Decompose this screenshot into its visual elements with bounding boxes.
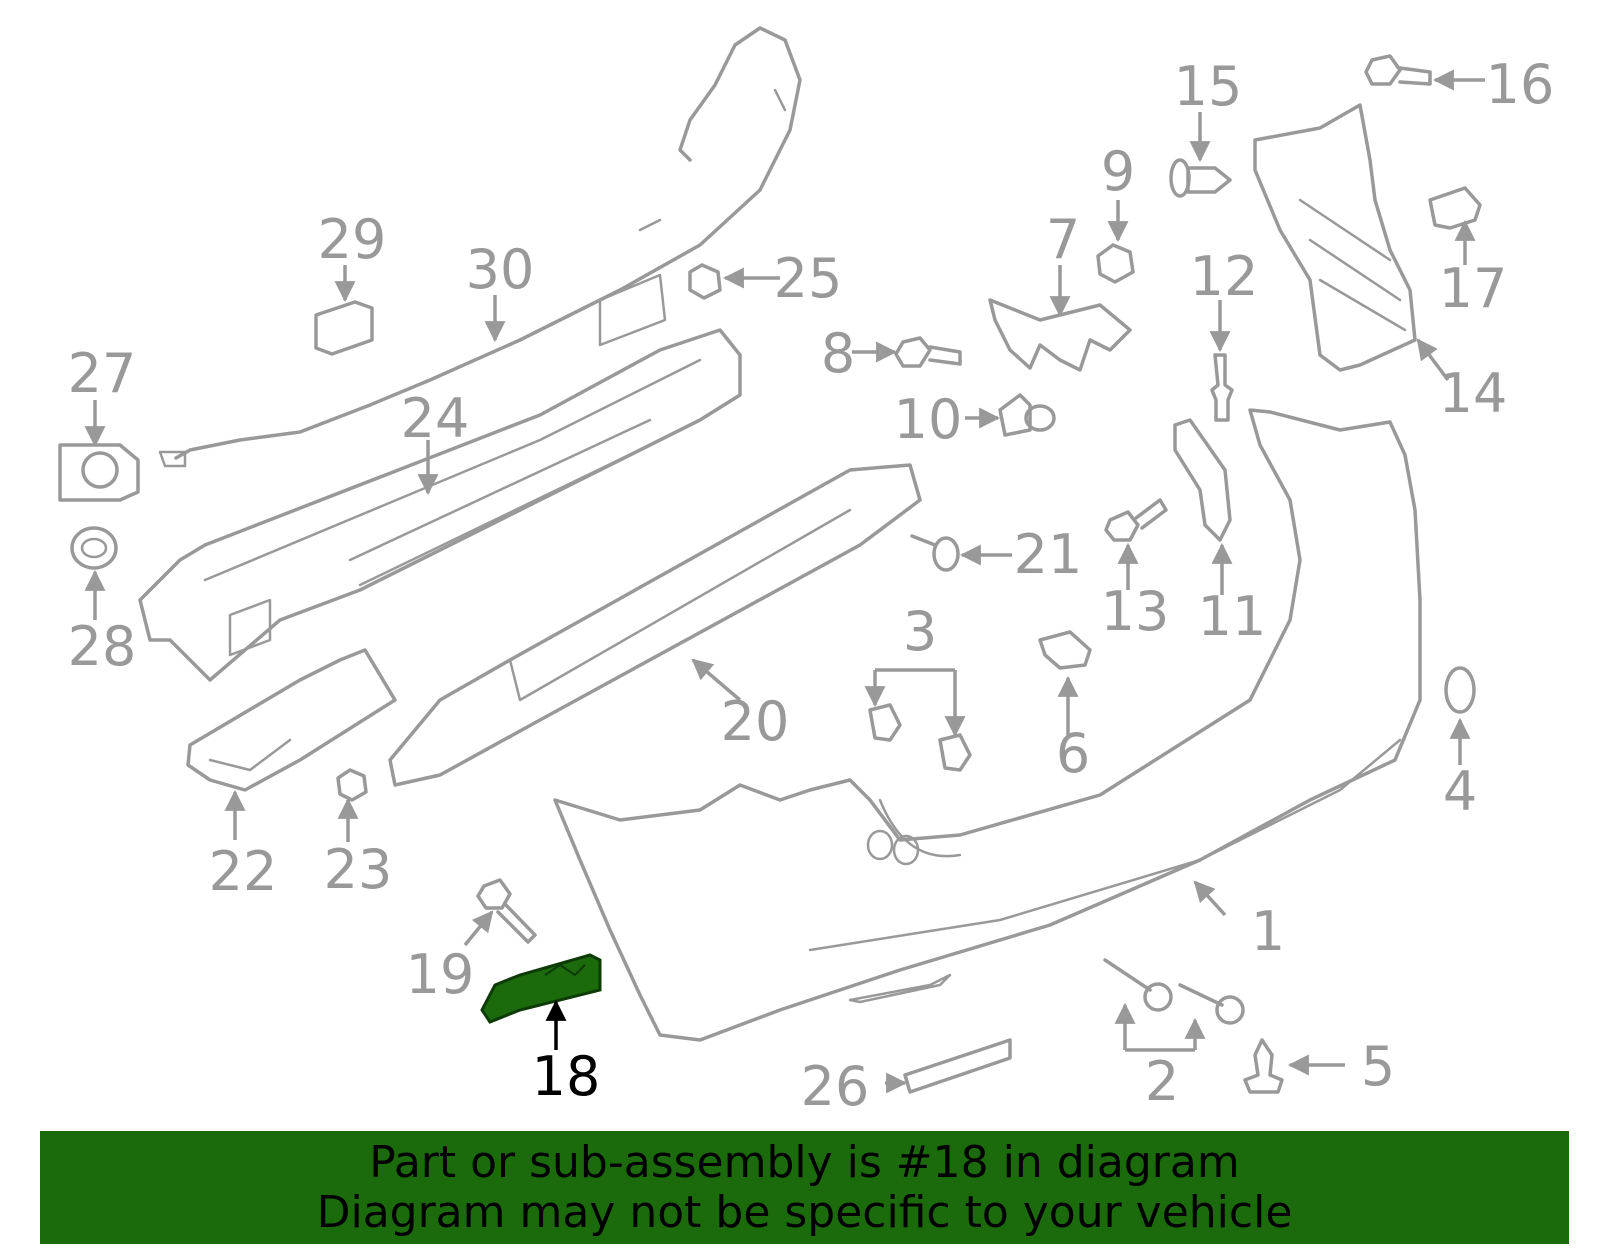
callout-3: 3: [903, 600, 937, 663]
callout-13: 13: [1101, 580, 1170, 643]
callout-28: 28: [68, 615, 137, 678]
callout-22: 22: [209, 840, 278, 903]
part-7-bracket: [988, 298, 1132, 372]
part-19-bolt: [476, 878, 537, 944]
callout-2: 2: [1145, 1050, 1179, 1113]
banner-line-2: Diagram may not be specific to your vehi…: [316, 1186, 1293, 1238]
part-14-side-bracket: [1253, 103, 1417, 372]
part-8-bolt: [894, 336, 962, 368]
part-2-screws: [1103, 958, 1245, 1025]
callout-labels: 1 2 3 4 5 6 7 8 9 10 11 12 13 14 15 16 1…: [68, 53, 1555, 1118]
callout-16: 16: [1486, 53, 1555, 116]
callout-25: 25: [774, 247, 843, 310]
callout-27: 27: [68, 342, 137, 405]
callout-1: 1: [1251, 900, 1285, 963]
callout-11: 11: [1198, 585, 1267, 648]
callout-4: 4: [1443, 760, 1477, 823]
callout-29: 29: [318, 208, 387, 271]
callout-14: 14: [1439, 362, 1508, 425]
part-18-reflector-highlighted: [480, 953, 602, 1024]
part-12-stud: [1210, 353, 1234, 422]
callout-8: 8: [821, 322, 855, 385]
callout-12: 12: [1190, 245, 1259, 308]
callout-19: 19: [406, 943, 475, 1006]
callout-9: 9: [1101, 140, 1135, 203]
part-22-bracket: [186, 648, 397, 792]
part-26-trim-strip: [903, 1038, 1012, 1094]
part-10-clip: [998, 393, 1056, 437]
part-9-nut: [1096, 243, 1135, 284]
callout-21: 21: [1014, 523, 1083, 586]
callout-26: 26: [801, 1055, 870, 1118]
part-6-clip: [1038, 630, 1092, 670]
callout-5: 5: [1361, 1035, 1395, 1098]
part-15-push-pin: [1169, 158, 1232, 198]
part-17-clip: [1428, 186, 1482, 230]
callout-10: 10: [894, 388, 963, 451]
part-21-push-rivet: [910, 534, 960, 572]
callout-20: 20: [721, 690, 790, 753]
callout-6: 6: [1056, 722, 1090, 785]
part-23-nut: [336, 768, 368, 802]
callout-15: 15: [1174, 55, 1243, 118]
callout-24: 24: [401, 387, 470, 450]
part-27-sensor-bracket: [58, 443, 140, 502]
part-11-bracket: [1173, 418, 1232, 542]
part-30-wiring-harness: [158, 26, 802, 468]
part-25-nut: [688, 263, 722, 300]
leader-lines: [84, 69, 1485, 1094]
callout-23: 23: [324, 838, 393, 901]
part-28-grommet: [70, 526, 118, 570]
part-4-grommet: [1444, 666, 1476, 714]
callout-18: 18: [532, 1045, 601, 1108]
part-13-bolt: [1104, 498, 1168, 542]
part-1-bumper-cover: [553, 408, 1422, 1042]
callout-17: 17: [1439, 257, 1508, 320]
banner-line-1: Part or sub-assembly is #18 in diagram: [369, 1136, 1240, 1188]
part-29-label-plate: [314, 300, 374, 356]
part-24-reinforcement: [138, 273, 742, 682]
part-16-bolt: [1364, 54, 1432, 86]
info-banner: Part or sub-assembly is #18 in diagram D…: [40, 1131, 1569, 1244]
part-5-push-pin: [1243, 1038, 1284, 1094]
callout-7: 7: [1046, 208, 1080, 271]
callout-30: 30: [466, 238, 535, 301]
part-20-absorber: [388, 463, 922, 787]
